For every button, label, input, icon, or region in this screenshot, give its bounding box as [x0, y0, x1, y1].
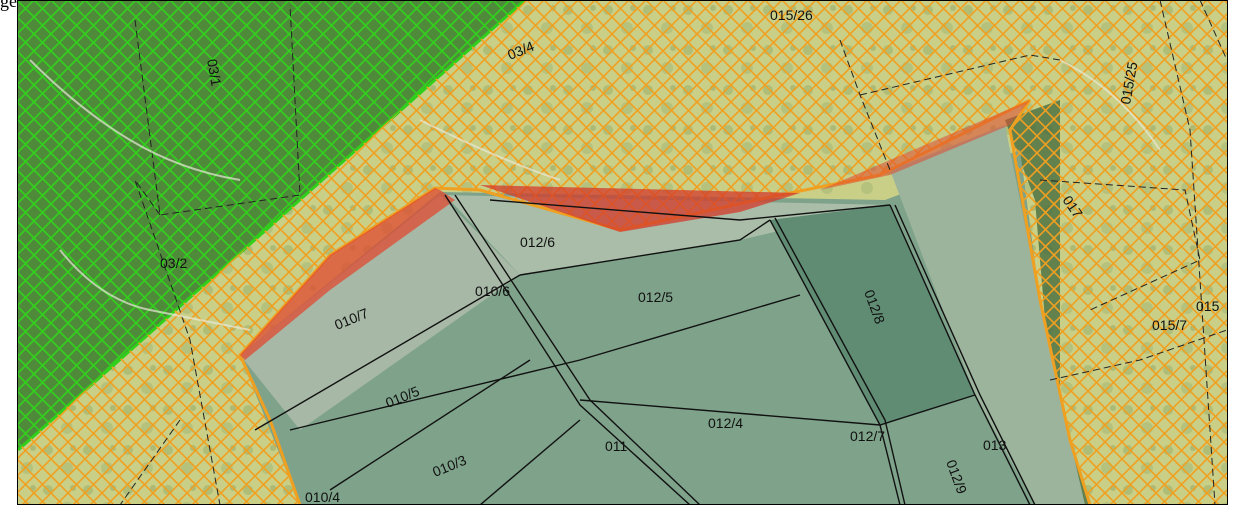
orange-zone-boundary	[238, 98, 1031, 505]
red-zone-left	[240, 188, 455, 360]
label-013: 013	[983, 437, 1007, 453]
field-012-8	[770, 205, 975, 425]
label-011: 011	[605, 438, 628, 454]
label-010-6: 010/6	[475, 283, 510, 299]
red-zone-right	[820, 100, 1030, 190]
orange-zone-boundary-right	[1008, 99, 1092, 505]
cropped-heading-text: ge	[0, 0, 17, 11]
label-015-25: 015/25	[1117, 60, 1140, 105]
dashed-parcel-lines	[119, 0, 1228, 505]
parcel-lines	[254, 194, 1036, 505]
label-012-4: 012/4	[708, 415, 743, 431]
field-010-7	[240, 195, 520, 430]
label-015-26: 015/26	[770, 7, 813, 23]
field-012-6	[445, 195, 890, 275]
label-03-1: 03/1	[204, 58, 225, 88]
tracks	[29, 59, 1161, 331]
label-015: 015	[1196, 298, 1220, 314]
orange-zone-hatch	[18, 0, 1227, 505]
label-012-6: 012/6	[520, 234, 555, 250]
label-010-4: 010/4	[305, 489, 340, 505]
red-zone-top	[480, 185, 800, 232]
field-right-pale	[890, 125, 1085, 505]
label-015-7: 015/7	[1152, 317, 1187, 333]
label-012-5: 012/5	[638, 289, 673, 305]
label-03-2: 03/2	[160, 255, 187, 271]
label-012-7: 012/7	[850, 428, 885, 444]
